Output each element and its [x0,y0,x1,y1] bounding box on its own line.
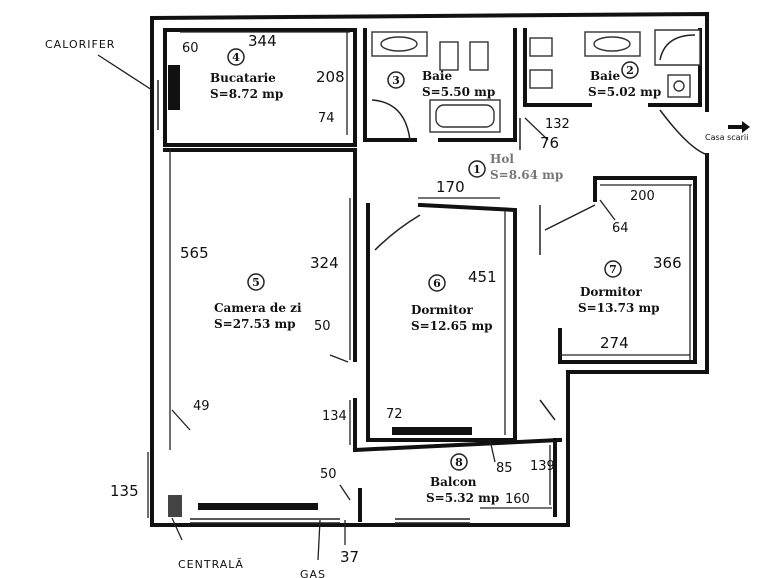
entrance-arrow-icon [728,121,750,133]
dim-200: 200 [630,189,655,204]
room-area: S=5.50 mp [422,85,495,99]
room-name: Camera de zi [214,301,302,315]
bidet-icon [469,41,489,71]
room-area: S=5.02 mp [588,85,661,99]
dim-85: 85 [496,461,513,476]
balcony-top-wall [352,437,563,453]
bath3-wall [363,28,417,142]
dimension-labels: 60 344 208 74 132 76 170 200 64 565 324 … [110,32,682,566]
room-number: 5 [252,276,260,289]
bath2-wall [523,28,592,107]
radiator-icon [392,427,472,435]
dim-451: 451 [468,268,497,286]
radiator-icon [168,65,180,110]
room-labels: 4 Bucatarie S=8.72 mp 3 Baie S=5.50 mp 2… [210,48,661,505]
centrala-label: CENTRALĂ [178,558,244,571]
bath3-wall-right [438,28,517,142]
room-area: S=12.65 mp [411,319,493,333]
dim-134: 134 [322,409,347,424]
dim-72: 72 [386,407,403,422]
doors [371,99,709,421]
room-name: Baie [422,69,452,83]
room-name: Dormitor [580,285,643,299]
room-number: 4 [232,51,240,64]
dim-60: 60 [182,41,199,56]
room-number: 2 [626,64,634,77]
boiler-icon [168,495,182,517]
dim-135: 135 [110,482,139,500]
room-number: 6 [433,277,441,290]
dim-344: 344 [248,32,277,50]
annotations: CALORIFER CENTRALĂ GAS Casa scarii [45,38,748,578]
dim-208: 208 [316,68,345,86]
room-area: S=27.53 mp [214,317,296,331]
door-bedroom6 [374,214,421,251]
dim-366: 366 [653,254,682,272]
centrala-leader [171,517,183,541]
door-balcony [539,399,556,421]
gas-label: GAS [300,568,326,578]
room-name: Dormitor [411,303,474,317]
dim-50a: 50 [314,319,331,334]
room-number: 1 [473,163,481,176]
dim-274: 274 [600,334,629,352]
room-area: S=8.72 mp [210,87,283,101]
fixtures [168,29,701,517]
room-area: S=8.64 mp [490,168,563,182]
dim-132: 132 [545,117,570,132]
windows [157,80,470,524]
dim-50b: 50 [320,467,337,482]
dim-74: 74 [318,111,335,126]
dim-49: 49 [193,399,210,414]
room-area: S=13.73 mp [578,301,660,315]
radiator-icon [198,503,318,510]
bedroom7-wall [558,176,697,364]
door-bath3 [371,99,411,141]
dim-160: 160 [505,492,530,507]
shower-icon [654,29,701,66]
room-name: Bucatarie [210,71,276,85]
door-entrance [659,109,709,156]
room-name: Baie [590,69,620,83]
dim-64: 64 [612,221,629,236]
dim-324: 324 [310,254,339,272]
walls [149,11,709,527]
room-number: 3 [392,74,400,87]
dim-76: 76 [540,134,559,152]
outer-wall-right [150,16,709,527]
room-number: 7 [609,263,617,276]
casa-scarii-label: Casa scarii [705,133,748,142]
door-bedroom7 [544,204,596,231]
toilet-icon [529,37,553,57]
toilet-icon [439,41,459,71]
bedroom6-wall [366,202,517,442]
room-name: Hol [490,152,514,166]
calorifer-leader [97,54,153,91]
bidet-icon [529,69,553,89]
room-name: Balcon [430,475,477,489]
calorifer-label: CALORIFER [45,38,115,51]
dim-170: 170 [436,178,465,196]
dim-37: 37 [340,548,359,566]
dimension-lines [97,31,750,561]
kitchen-wall [163,28,357,147]
room-area: S=5.32 mp [426,491,499,505]
room-number: 8 [455,456,463,469]
outer-wall [149,11,709,112]
dim-139: 139 [530,459,555,474]
dim-565: 565 [180,244,209,262]
